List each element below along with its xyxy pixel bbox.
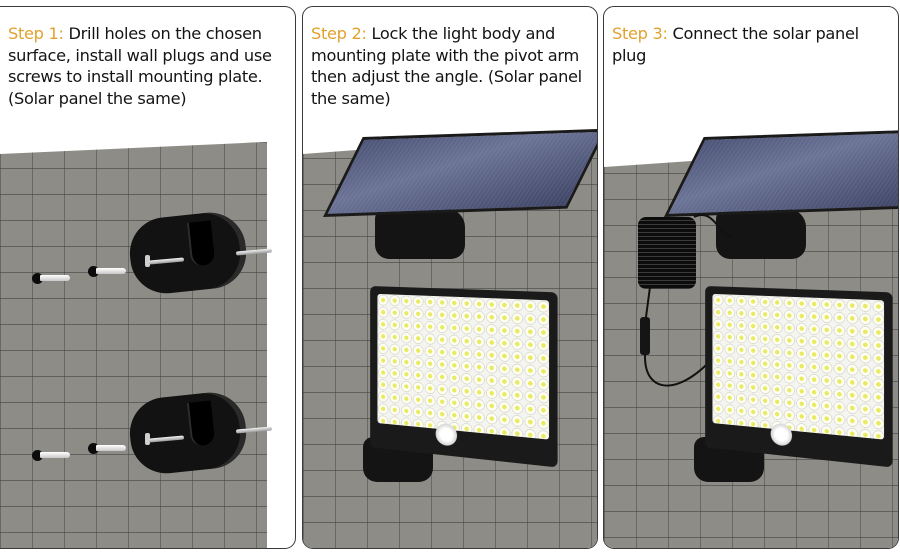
step-1-panel: Step 1: Drill holes on the chosen surfac… [0, 6, 296, 549]
coiled-cable-icon [638, 217, 696, 289]
solar-bracket-icon [375, 209, 465, 259]
step-2-caption: Step 2: Lock the light body and mounting… [311, 23, 593, 109]
step-3-panel: Step 3: Connect the solar panel plug [603, 6, 899, 549]
drill-hole-icon [88, 266, 99, 277]
wall-plug-icon [96, 268, 126, 274]
led-flood-light-icon [705, 285, 893, 468]
drill-hole-icon [88, 443, 99, 454]
step-3-label: Step 3: [612, 24, 668, 43]
step-1-caption: Step 1: Drill holes on the chosen surfac… [8, 23, 291, 109]
screw-head-icon [145, 255, 150, 267]
cable-icon [640, 214, 735, 387]
step-3-text: Connect the solar panel plug [612, 24, 859, 65]
wall-plug-icon [40, 452, 70, 458]
step-2-label: Step 2: [311, 24, 367, 43]
wall-plug-icon [40, 275, 70, 281]
step-1-text: Drill holes on the chosen surface, insta… [8, 24, 272, 108]
solar-panel-icon [323, 128, 597, 217]
led-array [377, 293, 550, 440]
led-array [712, 293, 885, 440]
solar-bracket-icon [716, 209, 806, 259]
brick-wall-illustration [0, 142, 267, 548]
step-2-text: Lock the light body and mounting plate w… [311, 24, 582, 108]
drill-hole-icon [32, 273, 43, 284]
drill-hole-icon [32, 450, 43, 461]
led-flood-light-icon [370, 285, 558, 468]
wall-plug-icon [96, 445, 126, 451]
screw-head-icon [145, 433, 150, 445]
step-1-label: Step 1: [8, 24, 64, 43]
step-2-panel: Step 2: Lock the light body and mounting… [302, 6, 598, 549]
step-3-caption: Step 3: Connect the solar panel plug [612, 23, 894, 66]
